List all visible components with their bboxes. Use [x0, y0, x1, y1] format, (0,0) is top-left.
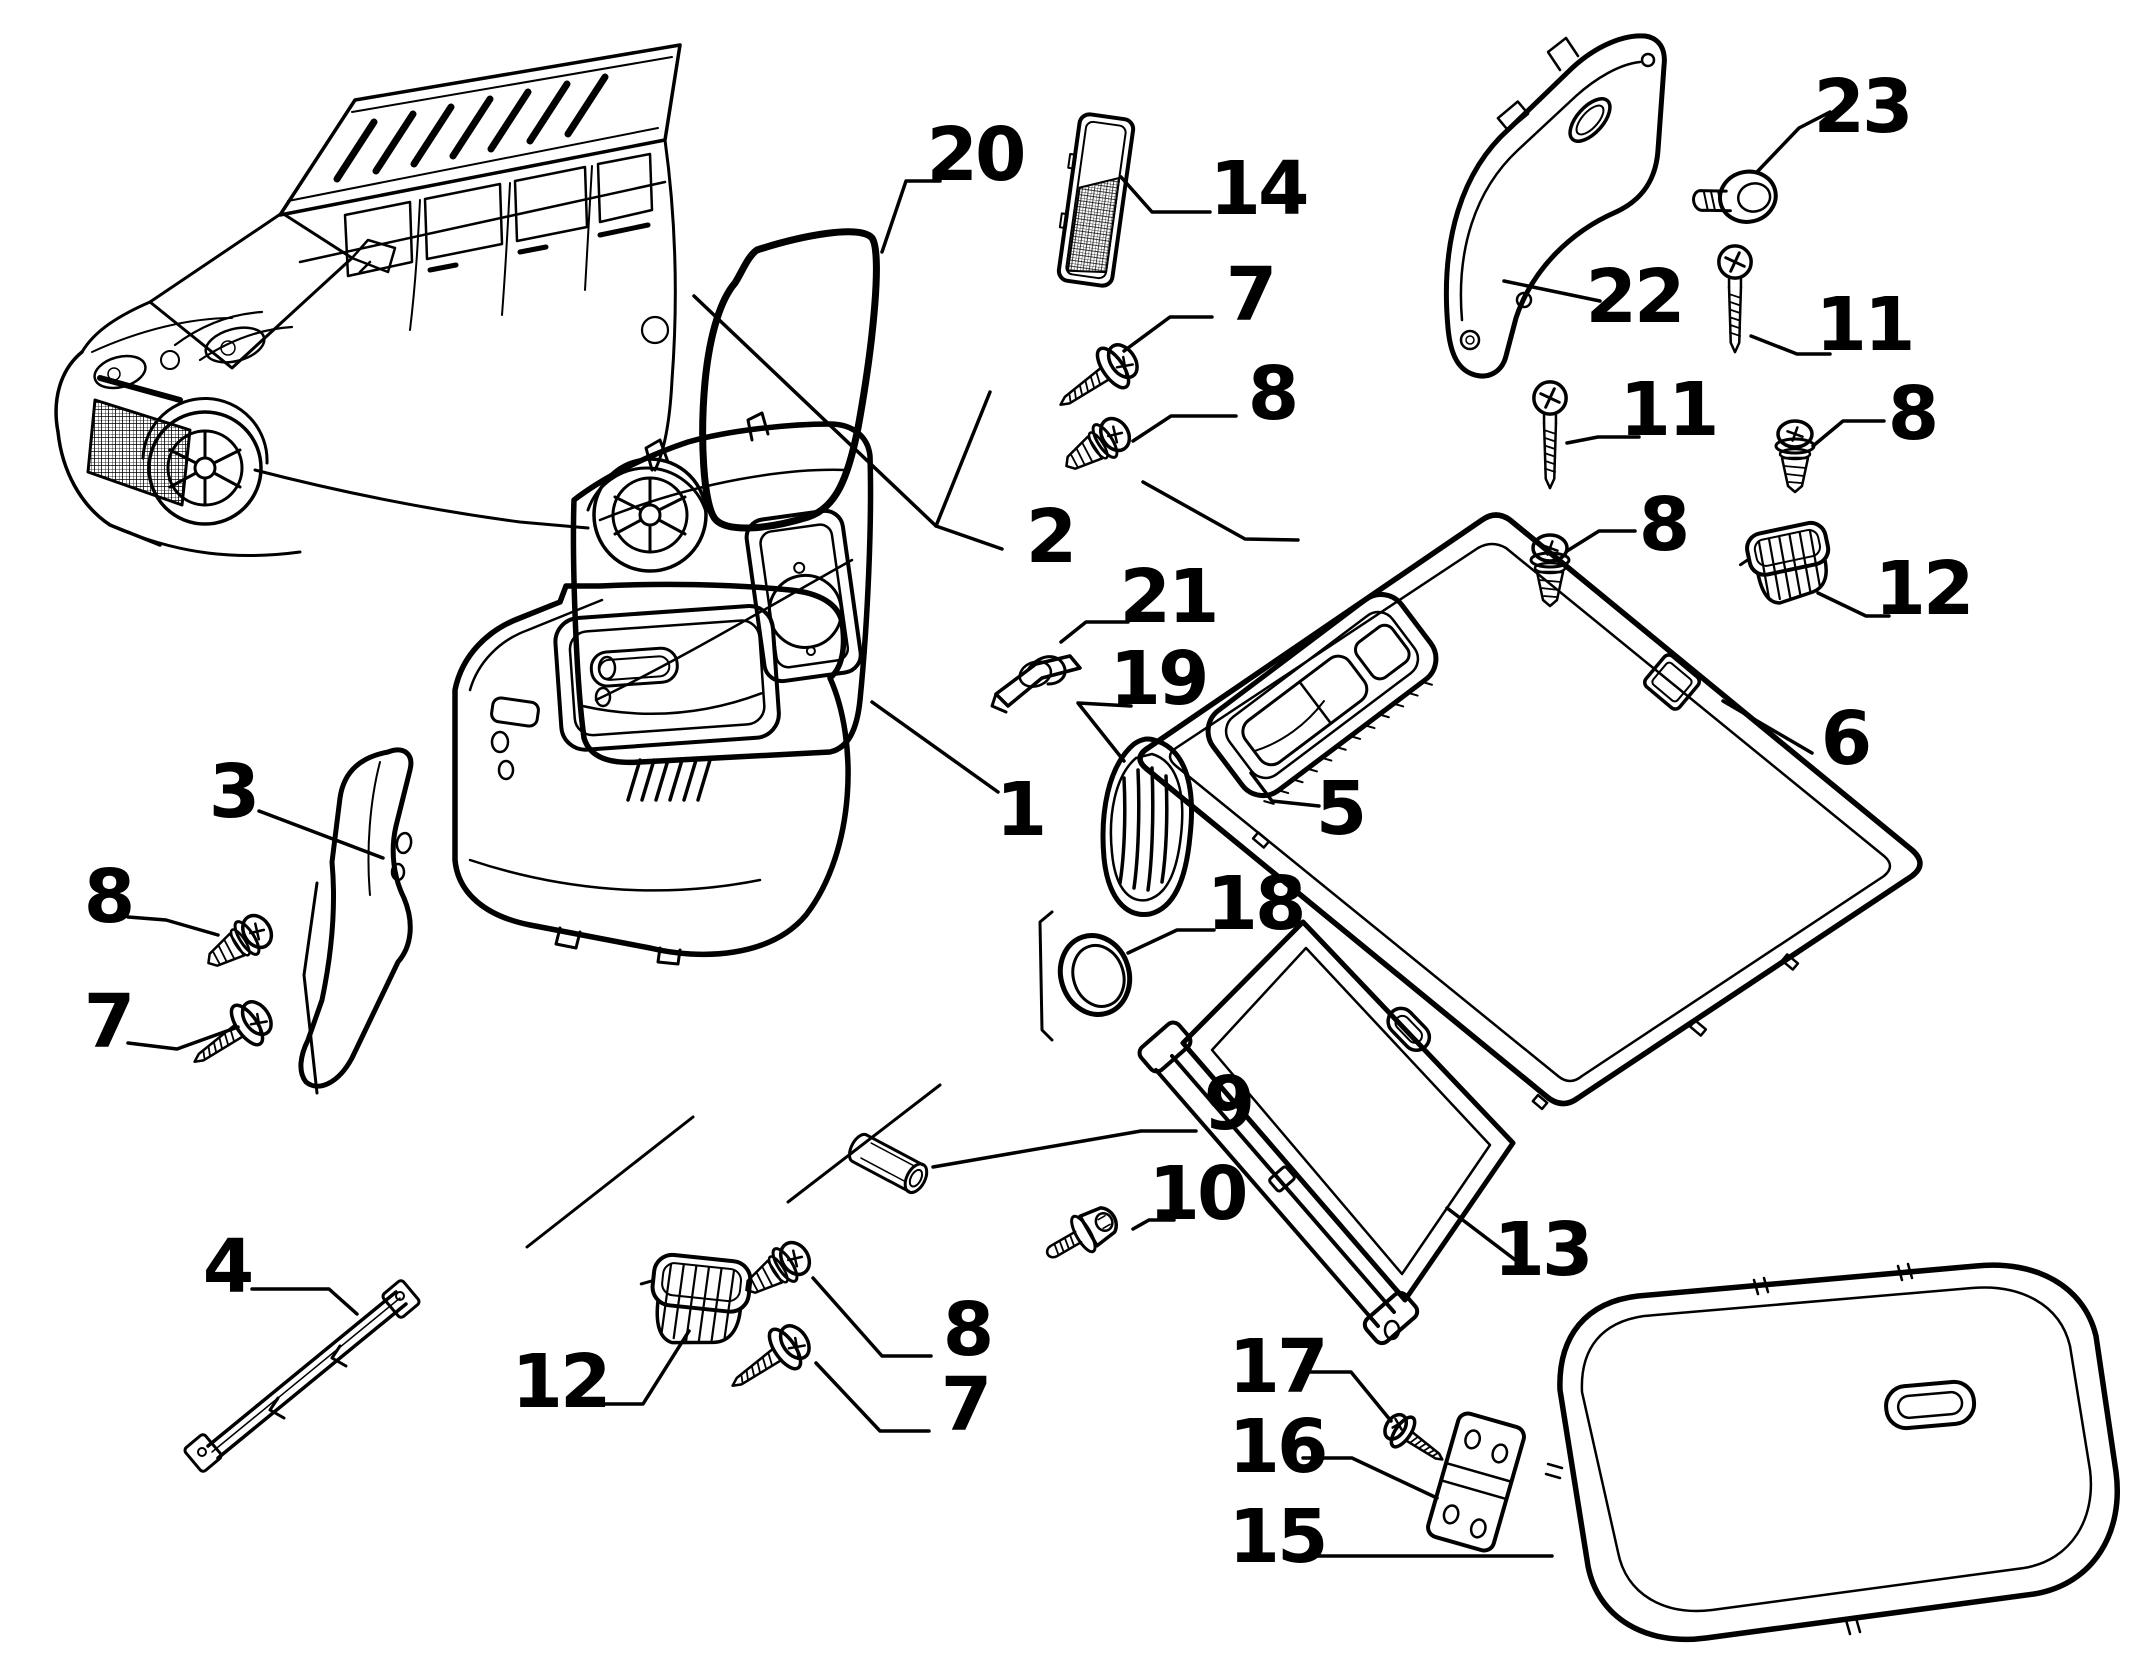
vehicle-overview-illustration — [56, 45, 706, 571]
part-8-clip-left — [196, 906, 281, 981]
part-19-air-extractor-vent — [1103, 739, 1191, 914]
part-10-shouldered-bolt — [1038, 1199, 1124, 1272]
part-13-luggage-cover-roller — [1136, 922, 1513, 1346]
part-7-screw-left — [179, 990, 282, 1083]
part-20-window-seal — [703, 232, 877, 528]
part-8-clip-top — [1054, 409, 1139, 484]
part-22-rear-pillar-trim-bracket — [1446, 36, 1664, 376]
part-5-side-tray — [1198, 584, 1451, 812]
part-6-load-floor-panel — [1140, 515, 1920, 1109]
part-23-push-pin-clip — [1690, 166, 1781, 232]
part-9-spacer-sleeve — [845, 1131, 931, 1196]
part-18-blanking-cap — [1050, 926, 1139, 1023]
part-15-side-stowage-lid — [1546, 1264, 2117, 1639]
part-2-upper-quarter-trim-panel — [573, 413, 870, 762]
part-8-clip-right-upper — [1774, 419, 1816, 494]
part-14-vent-grille — [1053, 112, 1135, 287]
part-4-sill-rail — [183, 1279, 420, 1473]
part-16-hinge-plate — [1426, 1411, 1527, 1553]
part-3-pillar-trim — [301, 750, 413, 1086]
part-7-screw-top — [1045, 333, 1148, 426]
part-12-vent-insert-lower — [635, 1252, 752, 1350]
part-1-lower-quarter-trim-panel — [455, 584, 848, 964]
part-11-screw-lower — [1532, 380, 1568, 490]
part-11-screw-upper — [1717, 244, 1753, 354]
leader-lines — [128, 112, 1889, 1556]
part-21-spring-clip — [992, 656, 1080, 712]
